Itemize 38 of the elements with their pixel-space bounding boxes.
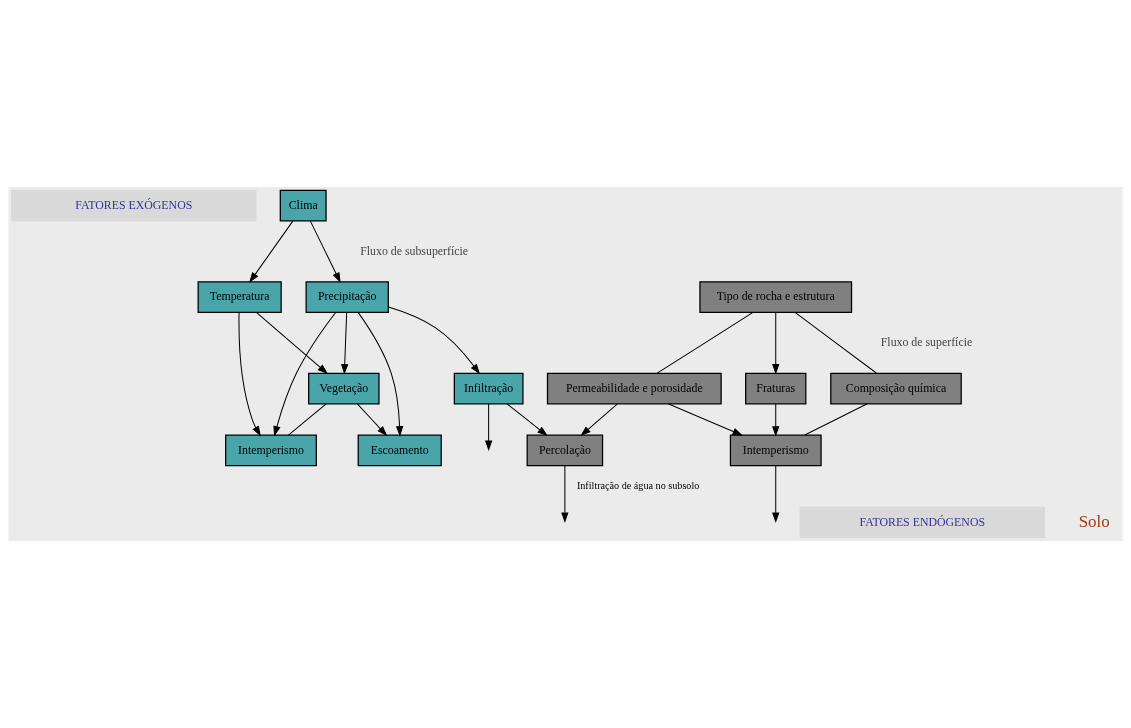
arrow	[772, 311, 780, 375]
node-box: Intemperismo	[225, 434, 317, 467]
connector	[804, 403, 868, 436]
node-box: Fraturas	[745, 372, 807, 405]
label: Solo	[1078, 511, 1110, 531]
connector	[794, 311, 877, 374]
arrow	[309, 220, 341, 283]
node-box: Composição química	[830, 372, 962, 405]
arrow	[561, 465, 569, 523]
node-box: Precipitação	[305, 281, 389, 313]
arrow	[667, 403, 744, 436]
node-box: Intemperismo	[729, 434, 822, 467]
label: Fluxo de superfície	[880, 334, 973, 349]
arrow	[249, 220, 294, 283]
arrow	[772, 465, 780, 523]
node-box: Percolação	[526, 434, 604, 467]
connector	[287, 403, 327, 436]
node-box: Temperatura	[197, 281, 282, 313]
node-box: Permeabilidade e porosidade	[546, 372, 722, 405]
arrow	[238, 312, 261, 437]
node-box: Vegetação	[308, 372, 380, 405]
node-box: Escoamento	[357, 434, 442, 467]
arrow	[273, 312, 337, 437]
node-box: Tipo de rocha e estrutura	[699, 281, 853, 313]
label: Fluxo de subsuperfície	[360, 243, 469, 258]
node-box: Infiltração	[453, 372, 524, 405]
arrow	[356, 403, 388, 437]
arrow	[772, 403, 780, 437]
arrow	[255, 311, 328, 375]
arrow	[357, 311, 404, 437]
node-box: Clima	[279, 189, 327, 222]
arrow	[506, 403, 548, 437]
arrow	[341, 311, 349, 375]
edge-label: Infiltração de água no subsolo	[576, 480, 700, 491]
arrow	[484, 403, 493, 451]
arrow	[387, 306, 480, 375]
arrow	[580, 403, 618, 437]
connector	[656, 311, 754, 374]
